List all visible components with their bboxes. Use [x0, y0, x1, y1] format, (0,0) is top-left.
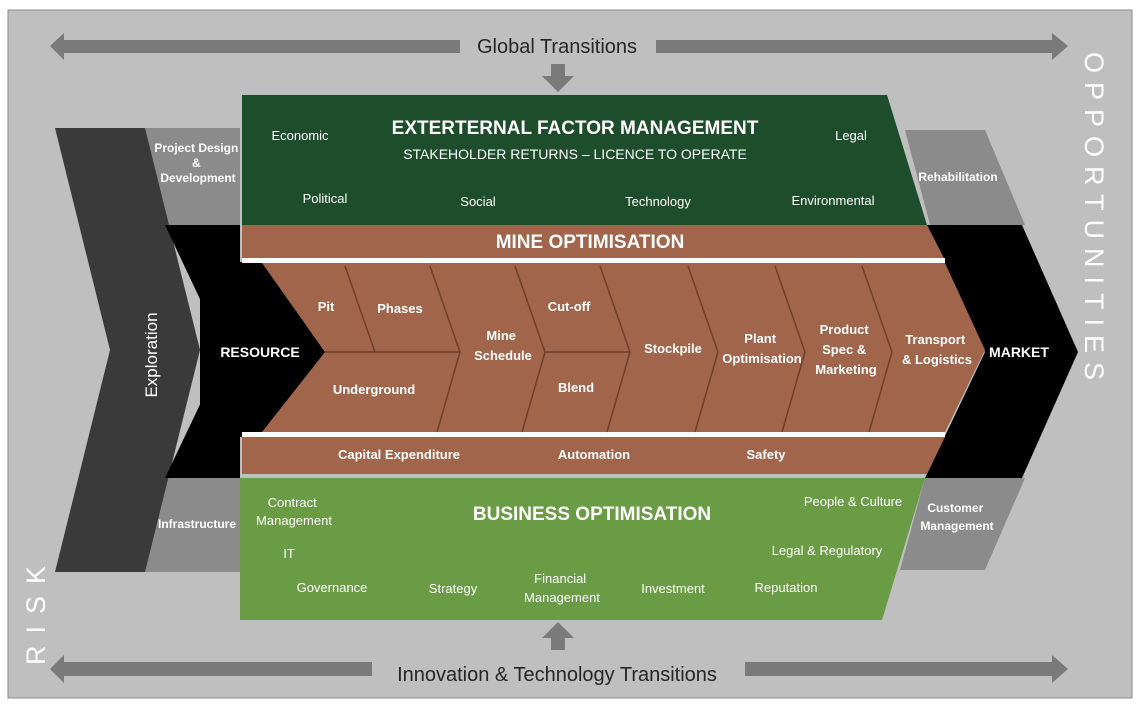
exploration-label: Exploration [142, 312, 161, 397]
mine-title: MINE OPTIMISATION [496, 232, 685, 253]
divider-plant-product [774, 265, 806, 433]
mine-bottom-band [242, 437, 945, 474]
frame [7, 9, 1133, 699]
external-legal: Legal [835, 128, 867, 143]
mine-schedule: Mine Schedule [474, 328, 532, 363]
mine-stockpile: Stockpile [644, 341, 702, 356]
mine-phases: Phases [377, 301, 423, 316]
infrastructure-box [145, 478, 240, 572]
mine-cutoff: Cut-off [548, 299, 591, 314]
opportunities-label: OPPORTUNITIES [1079, 52, 1109, 389]
business-investment: Investment [641, 581, 705, 596]
exploration-chevron [55, 128, 200, 572]
rehabilitation-box [905, 130, 1025, 225]
divider-product-transport [861, 265, 893, 433]
project-design-box [145, 128, 240, 225]
innovation-arrow-left [50, 655, 372, 683]
business-it: IT [283, 546, 295, 561]
customer-management-label: Customer Management [920, 501, 993, 533]
business-financial: Financial Management [524, 571, 600, 605]
external-technology: Technology [625, 194, 691, 209]
divider-pit-phases [344, 265, 376, 353]
external-social: Social [460, 194, 496, 209]
global-arrow-left [50, 33, 460, 60]
innovation-arrow-right [745, 655, 1068, 683]
business-strategy: Strategy [429, 581, 478, 596]
global-arrow-right [656, 33, 1068, 60]
market-label: MARKET [989, 344, 1049, 360]
mine-transport: Transport & Logistics [902, 332, 972, 367]
business-title: BUSINESS OPTIMISATION [473, 504, 711, 525]
business-contract: Contract Management [256, 495, 332, 528]
external-environmental: Environmental [791, 193, 874, 208]
external-title: EXTERTERNAL FACTOR MANAGEMENT [392, 118, 759, 139]
business-optimisation-panel [240, 478, 925, 620]
mine-optimisation-band [242, 225, 945, 260]
mine-band-separator-bottom [242, 432, 945, 437]
mine-safety: Safety [746, 447, 786, 462]
customer-management-box [900, 478, 1025, 570]
innovation-transitions-label: Innovation & Technology Transitions [397, 664, 717, 686]
external-factor-panel [242, 95, 927, 225]
project-design-label: Project Design & Development [154, 141, 241, 185]
mine-blend: Blend [558, 380, 594, 395]
business-people: People & Culture [804, 494, 902, 509]
mine-automation: Automation [558, 447, 630, 462]
business-governance: Governance [297, 580, 368, 595]
mine-underground: Underground [333, 382, 415, 397]
risk-label: RISK [21, 554, 51, 665]
innovation-up-arrow [542, 622, 574, 650]
business-legal-regulatory: Legal & Regulatory [772, 543, 883, 558]
mine-product: Product Spec & Marketing [815, 322, 876, 377]
global-down-arrow [542, 64, 574, 92]
infrastructure-label: Infrastructure [158, 517, 236, 531]
mine-capex: Capital Expenditure [338, 447, 460, 462]
external-economic: Economic [271, 128, 329, 143]
mine-band-separator-top [242, 258, 945, 263]
external-subtitle: STAKEHOLDER RETURNS – LICENCE TO OPERATE [403, 146, 747, 162]
rehabilitation-label: Rehabilitation [918, 170, 997, 184]
mine-chevron-row [262, 263, 985, 432]
business-reputation: Reputation [755, 580, 818, 595]
mine-plant: Plant Optimisation [722, 331, 802, 366]
resource-label: RESOURCE [220, 344, 299, 360]
external-political: Political [303, 191, 348, 206]
mine-chevron-dividers [325, 265, 893, 433]
mine-pit: Pit [318, 299, 335, 314]
global-transitions-label: Global Transitions [477, 36, 637, 58]
market-chevron [925, 225, 1078, 478]
divider-stockpile-plant [687, 265, 719, 433]
